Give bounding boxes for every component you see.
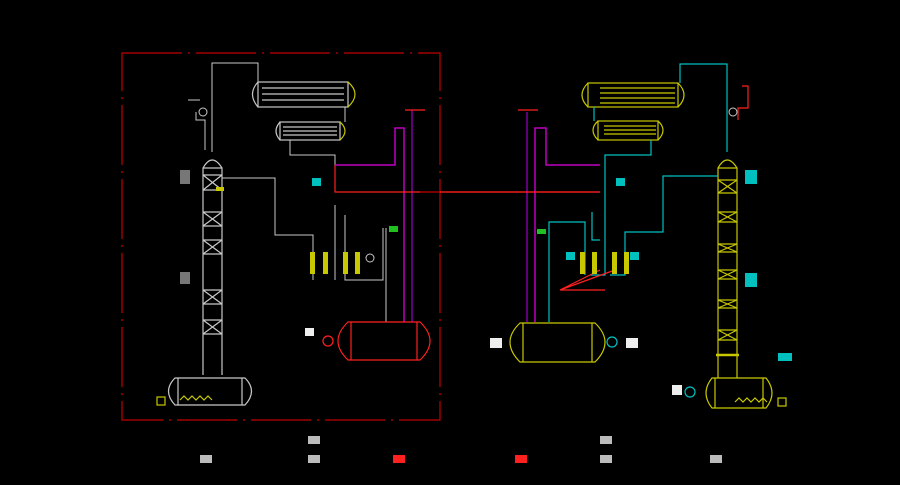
right-condenser-1 <box>581 82 685 108</box>
right-instruments <box>490 107 792 395</box>
column-packing-beds <box>202 174 223 335</box>
bottom-stream-tags <box>200 436 722 463</box>
left-condenser-1 <box>251 81 356 108</box>
left-instruments <box>180 107 398 336</box>
drawing-frame <box>121 52 600 421</box>
right-condenser-2 <box>592 120 664 141</box>
right-hot-lines <box>440 85 749 291</box>
left-reboiler <box>156 377 253 406</box>
left-reflux-tank <box>322 321 431 361</box>
right-distillation-column <box>716 159 739 378</box>
right-reboiler <box>684 377 787 409</box>
left-hot-lines <box>334 109 425 193</box>
left-condenser-2 <box>275 121 346 141</box>
left-distillation-column <box>202 159 223 375</box>
left-steam-lines <box>335 110 413 322</box>
left-piping <box>188 62 387 322</box>
right-reflux-tank <box>509 322 618 363</box>
column-packing-beds <box>716 179 739 357</box>
right-steam-lines <box>526 112 600 322</box>
